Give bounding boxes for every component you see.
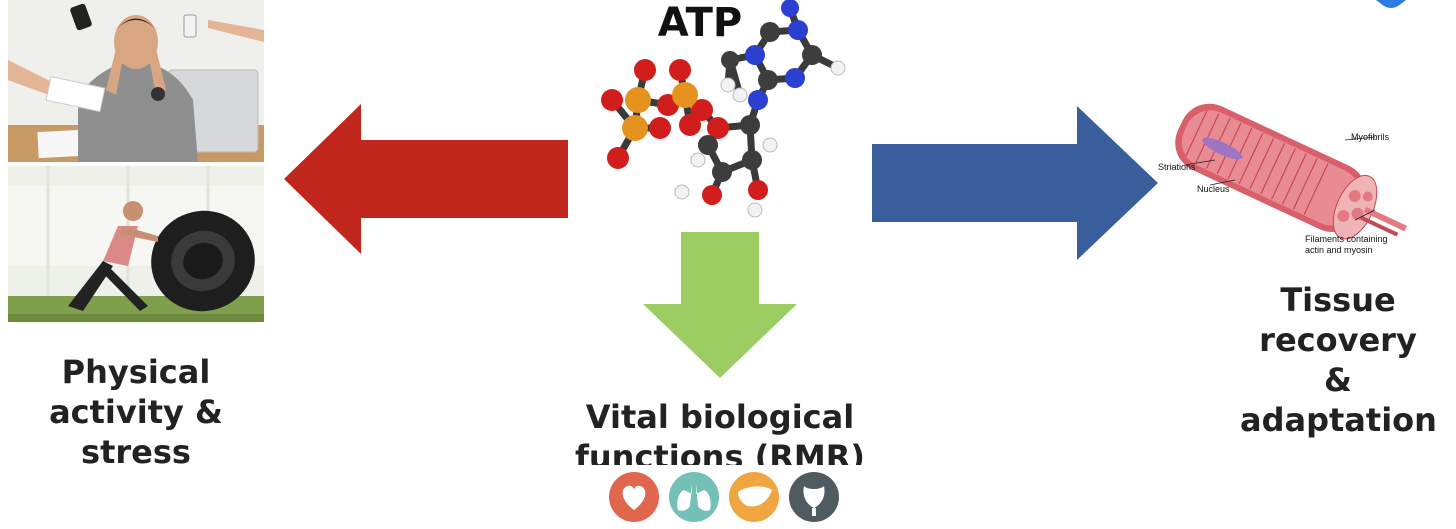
atp-molecule xyxy=(601,0,846,218)
label-vital-functions: Vital biological functions (RMR) xyxy=(560,397,880,465)
right-arrow-shape xyxy=(872,106,1158,260)
label-tissue-recovery-line2: recovery & xyxy=(1259,321,1417,399)
label-vital-functions-line1: Vital biological xyxy=(585,398,855,436)
label-physical-activity-line2: activity & stress xyxy=(49,393,223,471)
down-arrow xyxy=(643,232,797,378)
label-tissue-recovery-line3: adaptation xyxy=(1240,401,1437,439)
muscle-fiber-illustration: Striations Nucleus Myofibrils Filaments … xyxy=(1158,103,1408,255)
label-physical-activity-line1: Physical xyxy=(61,353,211,391)
annotation-striations: Striations xyxy=(1158,162,1196,172)
liver-icon xyxy=(729,472,779,522)
lungs-icon xyxy=(669,472,719,522)
heart-icon xyxy=(609,472,659,522)
photo-stressed-office-worker xyxy=(8,0,264,162)
label-physical-activity: Physical activity & stress xyxy=(0,352,272,472)
left-arrow xyxy=(284,104,568,254)
atp-title: ATP xyxy=(657,0,743,46)
annotation-nucleus: Nucleus xyxy=(1197,184,1230,194)
bladder-icon xyxy=(789,472,839,522)
label-tissue-recovery-line1: Tissue xyxy=(1280,281,1396,319)
organ-icons-row xyxy=(608,470,840,525)
corner-badge-icon xyxy=(1376,0,1406,8)
label-vital-functions-line2: functions (RMR) xyxy=(574,438,866,465)
label-tissue-recovery: Tissue recovery & adaptation xyxy=(1240,280,1437,440)
annotation-filaments-line2: actin and myosin xyxy=(1305,245,1373,255)
annotation-filaments-line1: Filaments containing xyxy=(1305,234,1388,244)
right-arrow xyxy=(872,106,1158,260)
annotation-myofibrils: Myofibrils xyxy=(1351,132,1390,142)
left-arrow-shape xyxy=(284,104,568,254)
down-arrow-shape xyxy=(643,232,797,378)
photo-woman-flipping-tire xyxy=(8,166,264,322)
